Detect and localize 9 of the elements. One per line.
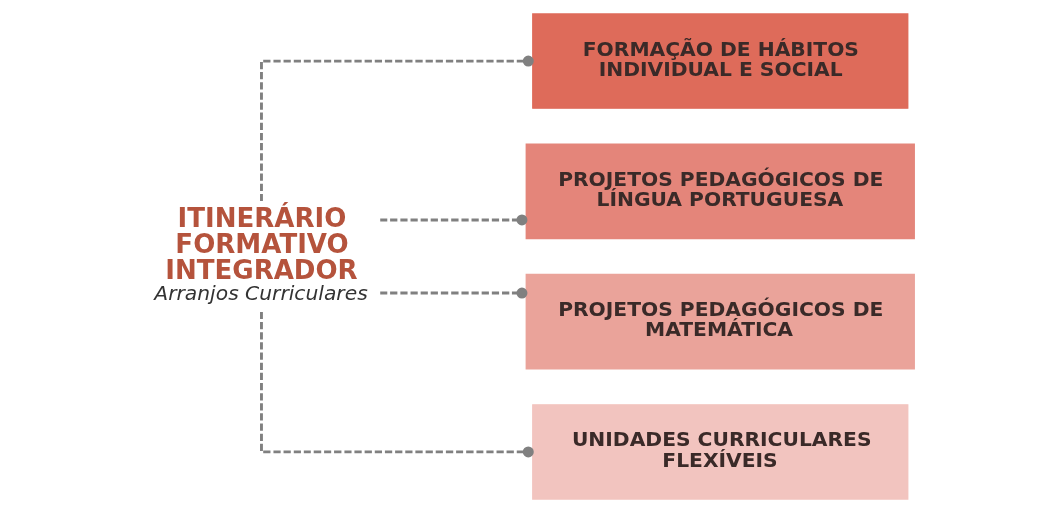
connector bbox=[260, 55, 534, 202]
node-box: PROJETOS PEDAGÓGICOS DE LÍNGUA PORTUGUESA bbox=[525, 143, 915, 240]
connector bbox=[380, 214, 528, 226]
connector bbox=[380, 287, 528, 299]
connector bbox=[260, 311, 534, 458]
node-box: FORMAÇÃO DE HÁBITOS INDIVIDUAL E SOCIAL bbox=[532, 13, 909, 109]
node-text: ITINERÁRIO FORMATIVO INTEGRADOR Arranjos Curriculares bbox=[154, 202, 368, 306]
node-box: UNIDADES CURRICULARES FLEXÍVEIS bbox=[532, 404, 909, 500]
node-box: PROJETOS PEDAGÓGICOS DE MATEMÁTICA bbox=[525, 273, 915, 370]
